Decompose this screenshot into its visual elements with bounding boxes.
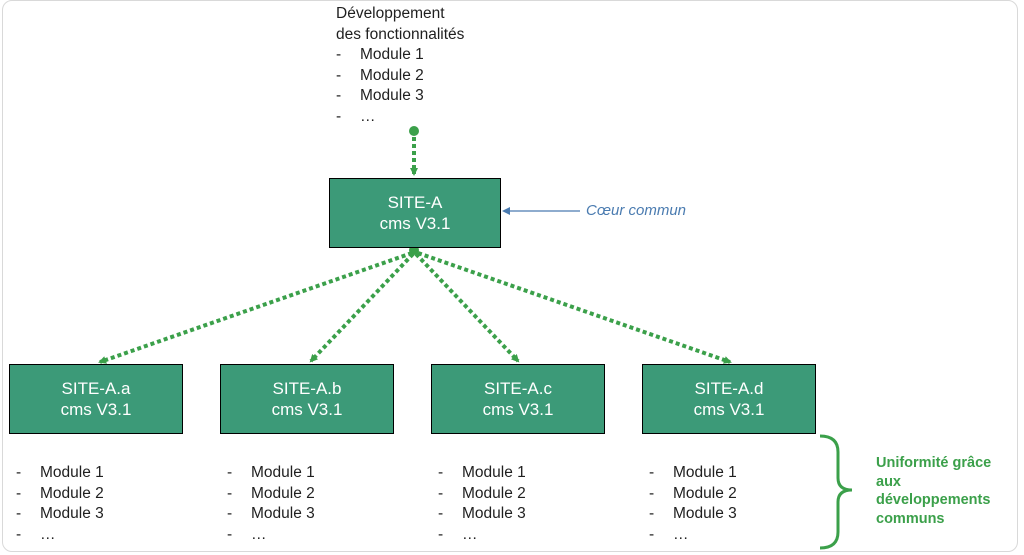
list-item: -Module 2 <box>649 484 737 502</box>
site-name: SITE-A.a <box>61 379 131 398</box>
uniformity-line: développements <box>876 492 991 508</box>
list-item: -Module 1 <box>16 464 104 481</box>
site-a-d-module-list: -Module 1 -Module 2 -Module 3 -… <box>649 463 737 545</box>
list-item: -… <box>227 525 267 543</box>
site-a-b-module-list: -Module 1 -Module 2 -Module 3 -… <box>227 463 315 545</box>
list-item: -Module 1 <box>336 46 424 63</box>
curly-brace <box>819 434 853 550</box>
uniformity-line: aux <box>876 473 901 490</box>
connector-to-site-a-a <box>98 251 413 364</box>
uniformity-line: Uniformité grâce <box>876 455 992 471</box>
features-module-list: -Module 1 -Module 2 -Module 3 -… <box>336 45 464 127</box>
connector-to-site-a-c <box>414 252 520 363</box>
site-version: cms V3.1 <box>271 400 343 419</box>
uniformity-line: communs <box>876 510 945 527</box>
list-item: -… <box>649 525 689 543</box>
list-item: -Module 2 <box>16 484 104 502</box>
common-core-label: Cœur commun <box>586 202 687 219</box>
site-version: cms V3.1 <box>693 400 765 419</box>
list-item: -Module 1 <box>649 464 737 481</box>
list-item: -Module 1 <box>438 464 526 481</box>
list-item: -Module 2 <box>227 484 315 502</box>
site-a-a-module-list: -Module 1 -Module 2 -Module 3 -… <box>16 463 104 545</box>
features-title-line2: des fonctionnalités <box>336 25 465 43</box>
list-item: -Module 1 <box>227 464 315 481</box>
site-version: cms V3.1 <box>60 400 132 419</box>
site-version: cms V3.1 <box>482 400 554 419</box>
list-item: -Module 3 <box>227 505 315 522</box>
list-item: -… <box>438 525 478 543</box>
uniformity-note: Uniformité grâce aux développements comm… <box>876 454 1024 528</box>
list-item: -Module 2 <box>438 484 526 502</box>
site-a-a-box: SITE-A.a cms V3.1 <box>9 364 183 434</box>
site-a-c-box: SITE-A.c cms V3.1 <box>431 364 605 434</box>
list-item: -Module 3 <box>438 505 526 522</box>
features-title-line1: Développement <box>336 5 445 22</box>
root-site-name: SITE-A <box>387 193 443 212</box>
site-a-b-box: SITE-A.b cms V3.1 <box>220 364 394 434</box>
list-item: -Module 3 <box>16 505 104 522</box>
features-development-block: Développement des fonctionnalités -Modul… <box>336 4 464 127</box>
site-name: SITE-A.b <box>272 379 342 398</box>
connector-to-site-a-d <box>417 251 732 364</box>
root-site-version: cms V3.1 <box>379 214 451 233</box>
list-item: -… <box>336 107 376 125</box>
site-name: SITE-A.d <box>694 379 764 398</box>
root-site-box: SITE-A cms V3.1 <box>329 178 501 248</box>
connector-to-site-a-b <box>309 252 415 363</box>
list-item: -Module 3 <box>649 505 737 522</box>
site-a-c-module-list: -Module 1 -Module 2 -Module 3 -… <box>438 463 526 545</box>
list-item: -Module 3 <box>336 87 424 104</box>
list-item: -… <box>16 525 56 543</box>
site-name: SITE-A.c <box>483 379 552 398</box>
list-item: -Module 2 <box>336 66 424 84</box>
site-a-d-box: SITE-A.d cms V3.1 <box>642 364 816 434</box>
source-dot <box>409 126 419 136</box>
